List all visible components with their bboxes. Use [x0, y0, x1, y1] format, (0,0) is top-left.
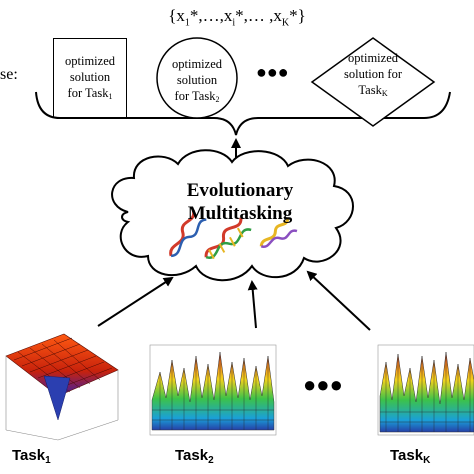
task-k-label: TaskK [390, 447, 431, 466]
solution-text-task-1: optimized solution for Task1 [65, 54, 115, 101]
solution-text-task-2: optimized solution for Task2 [172, 57, 222, 104]
dna-left-icon [169, 209, 207, 258]
task-1-label: Task1 [12, 447, 51, 466]
arrow-task-2 [247, 280, 258, 329]
arrow-task-k [306, 270, 371, 331]
solution-rectangle-task-1 [53, 38, 127, 118]
task-2-label: Task2 [175, 447, 214, 466]
ellipsis-bottom: ●●● [303, 372, 343, 397]
optimal-solution-set-label: {x1*,…,xi*,… ,xK*} [168, 6, 306, 29]
dna-center-icon [204, 217, 252, 260]
cloud-title-line-1: Evolutionary [186, 180, 294, 201]
ellipsis-top: ●●● [256, 62, 289, 82]
task-2-surface-plot [149, 344, 277, 436]
task-k-surface-plot [377, 344, 474, 436]
cloud-title-line-2: Multitasking [187, 203, 293, 224]
solution-text-task-k: optimized solution for TaskK [344, 51, 402, 98]
dna-right-icon [259, 217, 298, 248]
arrow-task-1 [97, 276, 174, 327]
task-1-surface-plot [5, 333, 119, 441]
solution-circle-task-2 [156, 37, 238, 119]
cropped-left-label: se: [0, 66, 18, 83]
collection-brace [35, 91, 451, 136]
solution-diamond-task-k [310, 37, 436, 127]
